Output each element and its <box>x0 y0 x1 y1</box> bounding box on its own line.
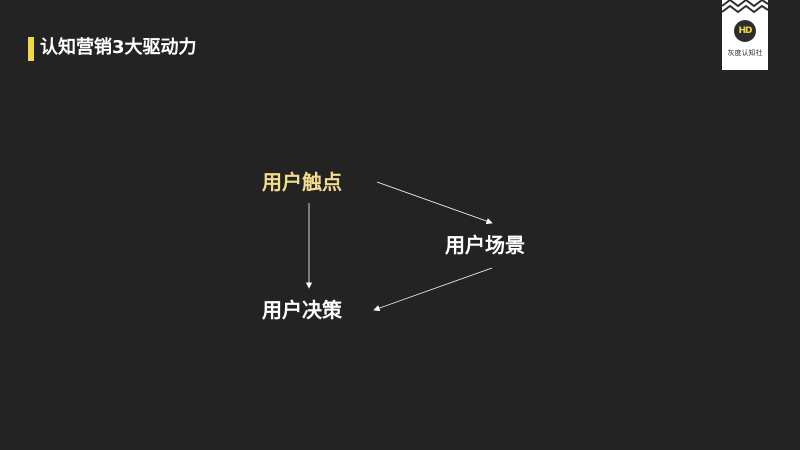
logo-mark-text: HD <box>738 26 752 36</box>
arrow-touchpoint-to-scene <box>376 181 493 225</box>
node-user-touchpoint: 用户触点 <box>262 170 342 194</box>
brand-logo: HD 灰度认知社 <box>722 0 768 70</box>
node-user-scene: 用户场景 <box>445 233 525 257</box>
brand-logo-icon: HD <box>734 20 756 42</box>
title-accent-bar <box>28 37 34 61</box>
logo-caption: 灰度认知社 <box>727 49 763 57</box>
page-title: 认知营销3大驱动力 <box>40 37 197 58</box>
logo-stripes-icon <box>722 0 768 14</box>
node-user-decision: 用户决策 <box>262 298 342 322</box>
arrow-scene-to-decision <box>373 267 493 312</box>
